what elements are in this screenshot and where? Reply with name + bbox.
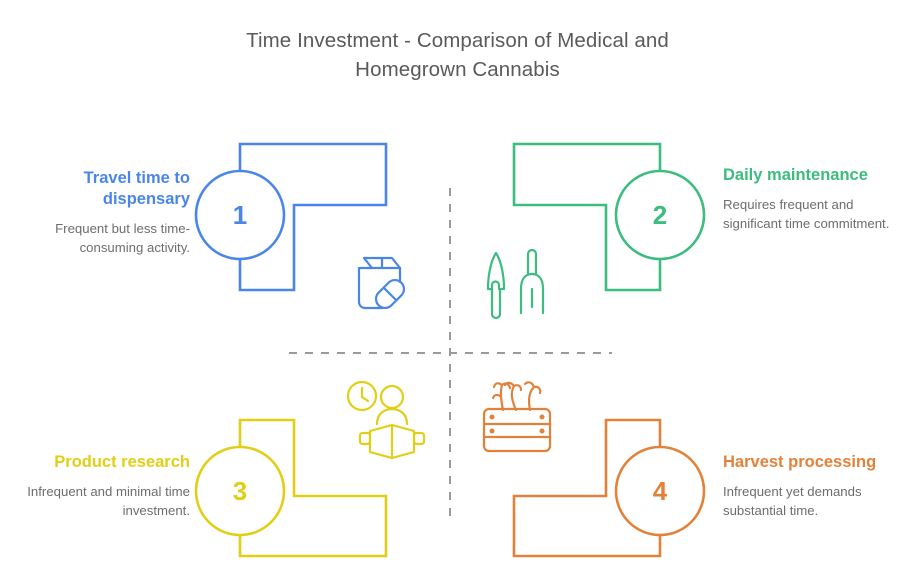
quadrant-label-bottom-right: Harvest processing Infrequent yet demand… [723,452,913,520]
quadrant-top-right-graphic[interactable]: 2 [486,142,706,320]
step-shape-bottom-left [238,418,388,558]
number-badge-label-1: 1 [233,200,247,230]
dashed-cross-divider [289,188,612,522]
quadrant-description-1: Frequent but less time-consuming activit… [55,221,190,255]
quadrant-label-top-right: Daily maintenance Requires frequent and … [723,165,913,233]
step-shape-top-right [512,142,662,292]
number-badge-circle-1[interactable] [194,169,286,261]
quadrant-label-bottom-left: Product research Infrequent and minimal … [0,452,190,520]
garden-tools-icon [486,248,545,320]
step-shape-bottom-right [512,418,662,558]
clock-reader-icon [346,380,426,460]
quadrant-top-left-graphic[interactable]: 1 [194,142,408,312]
quadrant-bottom-right-graphic[interactable]: 4 [482,381,706,558]
quadrant-heading-1: Travel time to dispensary [83,169,190,208]
quadrant-heading-3: Product research [54,453,190,471]
page-title: Time Investment - Comparison of Medical … [0,26,915,84]
harvest-crate-icon [482,381,552,453]
quadrant-description-3: Infrequent and minimal time investment. [27,484,190,518]
number-badge-label-2: 2 [653,200,667,230]
page-title-line-2: Homegrown Cannabis [355,58,560,81]
quadrant-heading-2: Daily maintenance [723,166,868,184]
number-badge-label-4: 4 [653,476,668,506]
step-shape-top-left [238,142,388,292]
package-pill-icon [357,256,406,310]
quadrant-label-top-left: Travel time to dispensary Frequent but l… [0,168,190,257]
number-badge-circle-4[interactable] [614,445,706,537]
number-badge-circle-3[interactable] [194,445,286,537]
quadrant-description-4: Infrequent yet demands substantial time. [723,484,862,518]
page-title-line-1: Time Investment - Comparison of Medical … [246,29,669,52]
quadrant-description-2: Requires frequent and significant time c… [723,197,890,231]
number-badge-circle-2[interactable] [614,169,706,261]
number-badge-label-3: 3 [233,476,247,506]
quadrant-heading-4: Harvest processing [723,453,877,471]
quadrant-bottom-left-graphic[interactable]: 3 [194,380,426,558]
